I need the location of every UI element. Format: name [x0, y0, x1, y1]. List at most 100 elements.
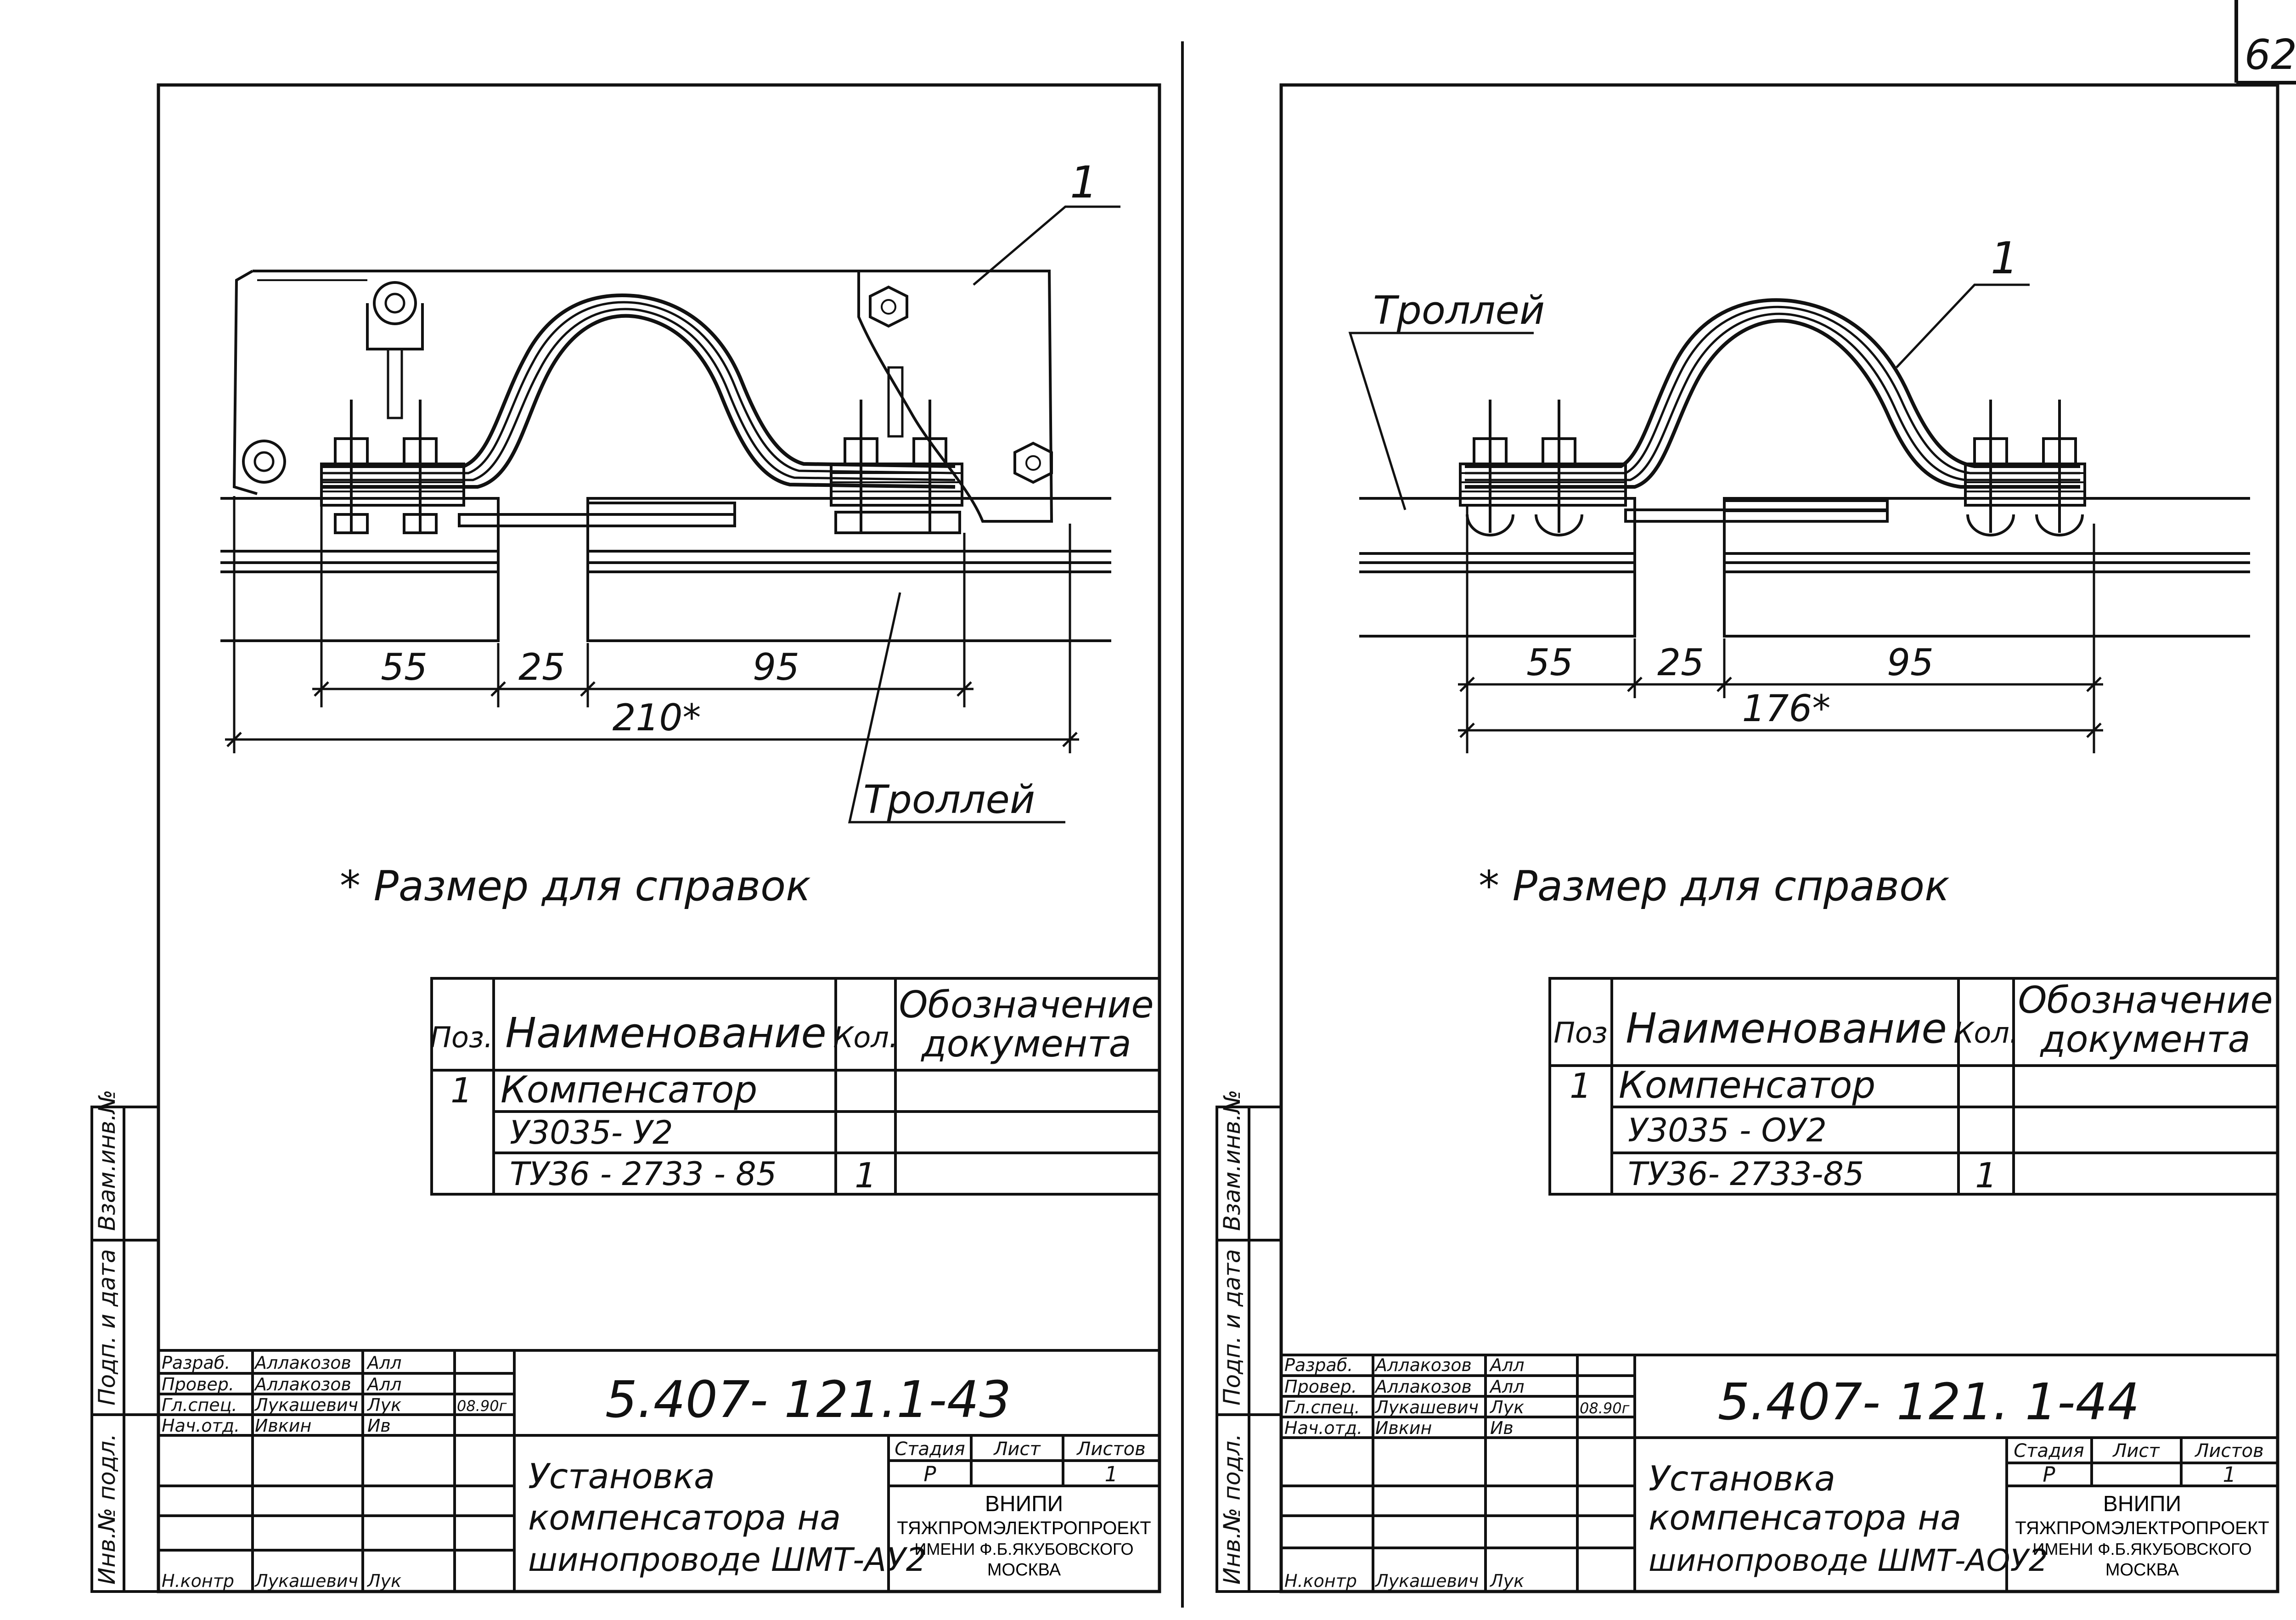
side-stamp-sign: Подп. и дата [1219, 1249, 1245, 1406]
org-line-4: МОСКВА [2105, 1560, 2179, 1580]
sheets-total-value: 1 [2223, 1462, 2236, 1487]
org-line-3: ИМЕНИ Ф.Б.ЯКУБОВСКОГО [2032, 1540, 2251, 1558]
dimension-total: 176* [1742, 687, 1831, 730]
title-block-roles: Разраб. Аллакозов Алл Провер. Аллакозов … [1284, 1355, 1630, 1591]
dimension-25: 25 [1657, 641, 1704, 684]
trolley-label: Троллей [1373, 288, 1545, 333]
role-sign: Лук [1489, 1397, 1524, 1417]
sheets-header: Листов [2194, 1440, 2263, 1462]
reference-note: * Размер для справок [340, 862, 810, 910]
dimension-lines [1458, 505, 2103, 753]
stage-value: Р [2043, 1462, 2055, 1487]
role-sign: Ив [367, 1416, 391, 1436]
title-block-roles: Разраб. Аллакозов Алл Провер. Аллакозов … [162, 1353, 507, 1591]
title-line-3: шинопроводе ШМТ-АОУ2 [1649, 1543, 2048, 1578]
spec-row-1-pos: 1 [1570, 1066, 1592, 1106]
spec-header-doc-2: документа [2039, 1018, 2250, 1061]
org-line-3: ИМЕНИ Ф.Б.ЯКУБОВСКОГО [914, 1540, 1133, 1558]
role-name: Ивкин [1375, 1418, 1432, 1438]
sheet-header: Лист [2112, 1440, 2160, 1462]
sheets-total-value: 1 [1105, 1462, 1118, 1486]
role-label: Нач.отд. [162, 1416, 240, 1436]
dimension-95: 95 [1887, 641, 1934, 684]
spec-header-name: Наименование [1626, 1005, 1947, 1053]
position-label: 1 [1070, 158, 1097, 208]
spec-table: Поз Наименование Кол. Обозначение докуме… [1548, 977, 2279, 1196]
role-label: Разраб. [1284, 1355, 1353, 1375]
role-sign: Алл [1489, 1355, 1525, 1375]
spec-row-2-name: У3035 - ОУ2 [1628, 1112, 1827, 1149]
role-name: Ивкин [255, 1416, 311, 1436]
org-line-1: ВНИПИ [2103, 1492, 2181, 1516]
side-stamp-replace: Взам.инв.№ [1219, 1089, 1245, 1231]
sheet-header: Лист [993, 1439, 1041, 1460]
spec-row-1-pos: 1 [450, 1070, 473, 1111]
role-sign: Алл [366, 1374, 402, 1394]
role-label: Гл.спец. [162, 1395, 237, 1415]
title-block: Разраб. Аллакозов Алл Провер. Аллакозов … [1280, 1354, 2279, 1593]
page-number: 62 [2245, 31, 2296, 79]
role-name: Лукашевич [254, 1571, 358, 1591]
role-name: Аллакозов [253, 1374, 351, 1394]
role-label: Провер. [1284, 1377, 1357, 1397]
dimension-95: 95 [753, 646, 799, 689]
title-line-1: Установка [1649, 1458, 1835, 1499]
side-stamp: Инв.№ подл. Подп. и дата Взам.инв.№ [1216, 1089, 1283, 1593]
dimension-25: 25 [518, 646, 565, 689]
role-name: Лукашевич [254, 1395, 358, 1415]
role-sign: Лук [1489, 1571, 1524, 1591]
role-name: Аллакозов [1374, 1355, 1472, 1375]
dimension-55: 55 [1526, 641, 1573, 684]
stage-header: Стадия [2014, 1440, 2084, 1462]
spec-header-doc-1: Обозначение [899, 983, 1154, 1026]
spec-header-qty: Кол. [833, 1021, 898, 1054]
role-date: 08.90г [457, 1397, 507, 1415]
spec-header-qty: Кол. [1953, 1016, 2018, 1050]
role-label: Разраб. [162, 1353, 230, 1373]
spec-row-3-name: ТУ36 - 2733 - 85 [510, 1155, 777, 1193]
spec-row-1-name: Компенсатор [501, 1068, 757, 1111]
spec-row-2-name: У3035- У2 [510, 1114, 673, 1151]
role-label: Гл.спец. [1284, 1397, 1360, 1417]
dimension-total: 210* [613, 696, 701, 739]
page-number-box: 62 [2234, 0, 2296, 85]
side-stamp-sign: Подп. и дата [94, 1249, 120, 1406]
document-number: 5.407- 121.1-43 [605, 1370, 1011, 1429]
role-name: Лукашевич [1374, 1397, 1479, 1417]
side-stamp: Инв.№ подл. Подп. и дата Взам.инв.№ [90, 1089, 160, 1593]
role-name: Лукашевич [1374, 1571, 1479, 1591]
sheet-left: 1 55 25 95 210* Троллей * Размер для спр [90, 83, 1161, 1593]
spec-row-3-qty: 1 [855, 1155, 877, 1196]
role-name: Аллакозов [253, 1353, 351, 1373]
compensator-drawing: 1 Троллей [1348, 233, 2250, 638]
role-label: Н.контр [1284, 1571, 1357, 1591]
role-label: Провер. [162, 1374, 234, 1394]
spec-header-pos: Поз [1553, 1016, 1608, 1050]
document-number: 5.407- 121. 1-44 [1717, 1372, 2139, 1431]
stage-value: Р [923, 1462, 936, 1486]
title-line-2: компенсатора на [1649, 1497, 1961, 1538]
title-line-3: шинопроводе ШМТ-АУ2 [528, 1541, 926, 1579]
side-stamp-inv: Инв.№ подл. [1219, 1434, 1245, 1585]
compensator-drawing: 1 [220, 158, 1120, 642]
spec-header-doc-1: Обозначение [2018, 979, 2273, 1022]
reference-note: * Размер для справок [1479, 862, 1949, 910]
role-date: 08.90г [1580, 1400, 1630, 1417]
title-line-1: Установка [528, 1456, 715, 1496]
spec-header-doc-2: документа [920, 1022, 1131, 1065]
role-sign: Алл [366, 1353, 402, 1373]
spec-row-3-qty: 1 [1975, 1155, 1997, 1196]
role-label: Нач.отд. [1284, 1418, 1362, 1438]
position-label: 1 [1991, 233, 2018, 284]
dimension-lines [225, 496, 1079, 753]
side-stamp-inv: Инв.№ подл. [94, 1434, 120, 1585]
spec-row-3-name: ТУ36- 2733-85 [1628, 1155, 1864, 1193]
spec-header-name: Наименование [505, 1009, 826, 1057]
sheet-right: 1 Троллей 55 25 95 176* * Размер для спр… [1216, 83, 2279, 1593]
title-line-2: компенсатора на [528, 1497, 841, 1538]
org-line-1: ВНИПИ [985, 1492, 1063, 1516]
trolley-label: Троллей [863, 777, 1035, 823]
role-sign: Лук [366, 1571, 401, 1591]
dimension-55: 55 [381, 646, 428, 689]
